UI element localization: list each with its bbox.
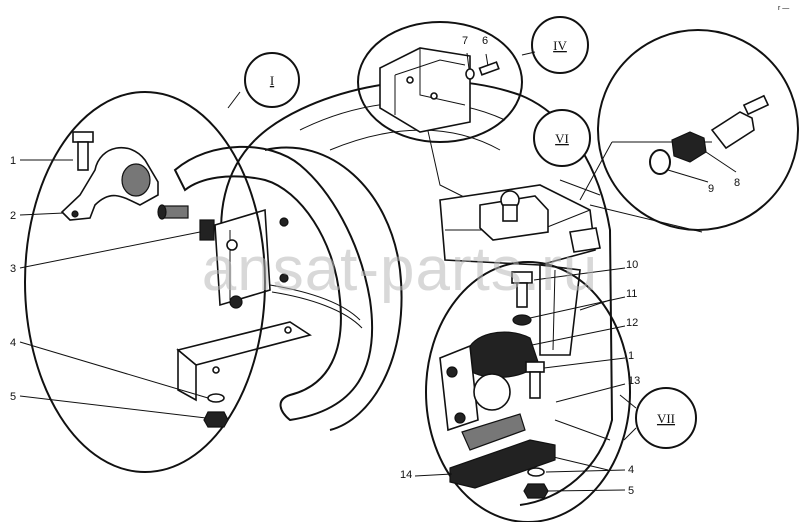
callout-VII: VII xyxy=(657,411,675,426)
transmission-housing xyxy=(173,79,614,506)
label-part-13: 13 xyxy=(628,375,640,387)
corner-mark: r — xyxy=(778,5,789,12)
detail-circle-VI: VI xyxy=(533,29,799,233)
callout-IV: IV xyxy=(553,38,567,53)
label-part-4-left: 4 xyxy=(10,337,16,349)
label-part-14: 14 xyxy=(400,469,412,481)
label-part-7: 7 xyxy=(462,35,468,47)
label-part-1-right: 1 xyxy=(628,350,634,362)
detail-oval-I: I xyxy=(24,52,300,473)
label-part-2: 2 xyxy=(10,210,16,222)
label-part-12: 12 xyxy=(626,317,638,329)
label-part-3: 3 xyxy=(10,263,16,275)
watermark-text: ansat-parts.ru xyxy=(202,235,599,304)
label-part-9: 9 xyxy=(708,183,714,195)
label-part-8: 8 xyxy=(734,177,740,189)
leader-lines xyxy=(19,52,737,492)
label-part-1-left: 1 xyxy=(10,155,16,167)
detail-oval-VII: VII xyxy=(425,261,697,522)
callout-I: I xyxy=(270,73,274,88)
label-part-4-right: 4 xyxy=(628,464,634,476)
label-part-5-left: 5 xyxy=(10,391,16,403)
label-part-10: 10 xyxy=(626,259,638,271)
callout-VI: VI xyxy=(555,131,569,146)
detail-circle-IV: IV xyxy=(357,16,589,143)
label-part-5-right: 5 xyxy=(628,485,634,497)
label-part-11: 11 xyxy=(626,288,637,300)
part-number-labels: 1 2 3 4 5 6 7 8 9 10 11 12 1 13 14 4 5 xyxy=(10,35,740,497)
label-part-6: 6 xyxy=(482,35,488,47)
